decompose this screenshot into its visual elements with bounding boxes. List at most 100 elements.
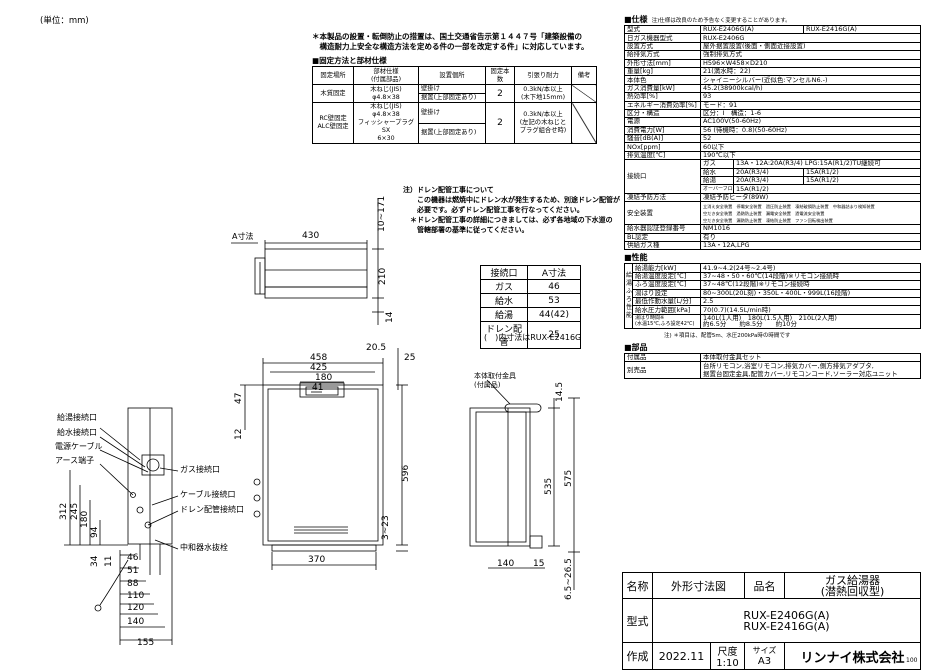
tb-scale-label: 尺度 [717, 647, 738, 658]
perf-key: 給湯温度設定[℃] [632, 271, 701, 282]
unit-note: (単位：mm) [40, 16, 89, 26]
spec-val: 強制排気方式 [699, 50, 922, 60]
perf-key: 給水圧力範囲[kPa] [632, 305, 701, 315]
spec-key: 熱効率[%] [624, 92, 701, 102]
a-dim-cell: 25 [527, 321, 581, 349]
spec-key: エネルギー消費効率[%] [624, 100, 701, 110]
dim-top-adj: 10~171 [377, 196, 387, 232]
spec-conn-key: 給湯 [700, 176, 734, 186]
dim-left-51: 51 [127, 566, 138, 576]
dim-left-110: 110 [127, 591, 144, 601]
spec-key: 消費電力[W] [624, 125, 701, 136]
a-dim-note: ( )内寸法はRUX-E2416G [484, 333, 582, 342]
spec-key: 電源 [624, 117, 701, 127]
fix-table: 固定場所 部材仕様 (付属部品) 設置個所 固定本数 引張り耐力 備考 木質固定… [312, 66, 597, 144]
power-label: 電源ケーブル [55, 442, 103, 451]
acc-key: 付属品 [624, 352, 701, 363]
fix-title: ■固定方法と部材仕様 [312, 56, 387, 65]
dim-left-312: 312 [59, 503, 69, 520]
dim-front-12: 12 [234, 429, 244, 440]
spec-val: 屋外据置設置(後面・側面近接設置) [699, 41, 922, 52]
dim-front-3-23: 3~23 [381, 515, 391, 540]
spec-conn-val: 20A(R3/4) [732, 167, 805, 178]
top-view [231, 198, 384, 325]
drawing-canvas: 430 210 10~171 14 458 425 180 41 20.5 25… [59, 196, 580, 648]
spec-conn-label: 接続口 [624, 159, 701, 194]
dim-front-370: 370 [308, 555, 325, 565]
spec-key: 日ガス機器型式 [624, 33, 701, 43]
spec-val: モード：91 [699, 100, 922, 110]
spec-val: 56 (待機時：0.8)(50-60Hz) [699, 125, 922, 136]
dim-side-adj: 6.5~26.5 [564, 558, 574, 600]
spec-key: 本体色 [624, 75, 701, 85]
tb-scale-value: 1:10 [716, 658, 739, 669]
spec-conn-val: 15A(R1/2) [732, 184, 922, 194]
perf-val: 37~48・50・60℃(14段階)※リモコン接続時 [700, 271, 921, 282]
spec-key: 安全装置 [624, 201, 701, 226]
dim-top-depth: 210 [378, 268, 388, 285]
tb-made-value: 2022.11 [652, 642, 711, 670]
perf-note: 注) ＊項目は、配管5m、水圧200kPa時の時間です [664, 332, 791, 339]
acc-val: 本体取付金具セット [700, 352, 921, 363]
spec-model-label: 型式 [624, 24, 701, 35]
dim-front-20-5: 20.5 [366, 343, 386, 353]
drain-note: ＊ドレン配管工事の詳細につきましては、必ず各地域の下水道の [403, 216, 613, 224]
spec-val: AC100V(50-60Hz) [699, 117, 922, 127]
spec-key: 騒音[dB(A)] [624, 134, 701, 144]
tb-company: リンナイ株式会社 [784, 642, 921, 670]
perf-val: 140L(1人用) 180L(1.5人用) 210L(2人用) 約6.5分 約8… [700, 313, 921, 329]
acc-title: ■部品 [624, 342, 648, 352]
cable-label: ケーブル接続口 [180, 490, 236, 499]
drain-note: 管轄部署の基準に従ってください。 [403, 226, 529, 234]
spec-safety-line: 立消え安全装置 停電安全装置 過圧防止装置 凍結破損防止装置 中和器詰まり検知装… [703, 203, 875, 209]
drain-note: 注）ドレン配管工事について [403, 186, 494, 194]
spec-val: 凍結予防ヒータ(89W) [699, 192, 922, 203]
perf-key: 給湯能力[kW] [632, 263, 701, 273]
install-note-2: 構造耐力上安全な構造方法を定める件の一部を改定する件」に対応しています。 [312, 42, 589, 51]
spec-val: 45.2(38900kcal/h) [699, 83, 922, 94]
perf-side: 給湯・ふろ性能 [624, 263, 633, 329]
a-dim-label: A寸法 [232, 232, 254, 241]
tb-item-label: 品名 [744, 572, 785, 599]
spec-conn-key: オーバーフロー [700, 184, 734, 194]
left-side-view [64, 407, 179, 645]
hot-out-label: 給湯接続口 [57, 413, 97, 422]
spec-key: BL認定 [624, 232, 701, 243]
spec-val: 93 [699, 92, 922, 102]
gas-label: ガス接続口 [180, 465, 220, 474]
spec-key: ガス消費量[kW] [624, 83, 701, 94]
spec-conn-val: 20A(R3/4) [732, 176, 805, 186]
perf-key: 最低作動水量[L/分] [632, 296, 701, 307]
spec-key: NOx[ppm] [624, 142, 701, 152]
spec-val: H596×W458×D210 [699, 58, 922, 68]
dim-side-14-5: 14.5 [555, 382, 565, 402]
tb-item-value: ガス給湯器 (潜熱回収型) [784, 572, 921, 599]
dim-left-140: 140 [127, 617, 144, 627]
dim-left-120: 120 [127, 603, 144, 613]
dim-front-41: 41 [312, 383, 323, 393]
bracket-label: 本体取付金具 (付属品) [474, 372, 516, 389]
dim-front-25: 25 [404, 353, 415, 363]
fix-cell [571, 102, 597, 144]
tb-model-value: RUX-E2406G(A) RUX-E2416G(A) [652, 598, 921, 643]
spec-conn-val: 15A(R1/2) [803, 167, 922, 178]
fix-cell: 据置(上部固定あり) [418, 122, 486, 144]
spec-val: 13A・12A,LPG [699, 240, 922, 251]
perf-title: ■性能 [624, 253, 648, 263]
perf-val: 80~300L(20L刻)・350L・400L・999L(16段階) [700, 288, 921, 298]
spec-val: 有り [699, 232, 922, 243]
spec-conn-key: ガス [700, 159, 734, 169]
neutral-label: 中和器水抜栓 [180, 543, 228, 552]
spec-key: 供給ガス種 [624, 240, 701, 251]
spec-conn-val: 13A・12A:20A(R3/4) LPG:15A(R1/2)TU継続可 [732, 159, 922, 169]
spec-conn-val: 15A(R1/2) [803, 176, 922, 186]
tb-size: サイズ A3 [744, 642, 785, 670]
spec-val: シャイニーシルバー(近似色:マンセルN6.-) [699, 75, 922, 85]
side-view [469, 379, 580, 590]
perf-key: 湯はり時間※ (水温15℃,ふろ設定42℃) [632, 313, 701, 329]
spec-key: 設置方式 [624, 41, 701, 52]
spec-key: 区分・構造 [624, 108, 701, 119]
perf-key: ふろ温度設定[℃] [632, 280, 701, 290]
spec-safety-line: 空だき安全装置 漏熱防止装置 凍結防止装置 ファン回転検出装置 [703, 217, 833, 223]
